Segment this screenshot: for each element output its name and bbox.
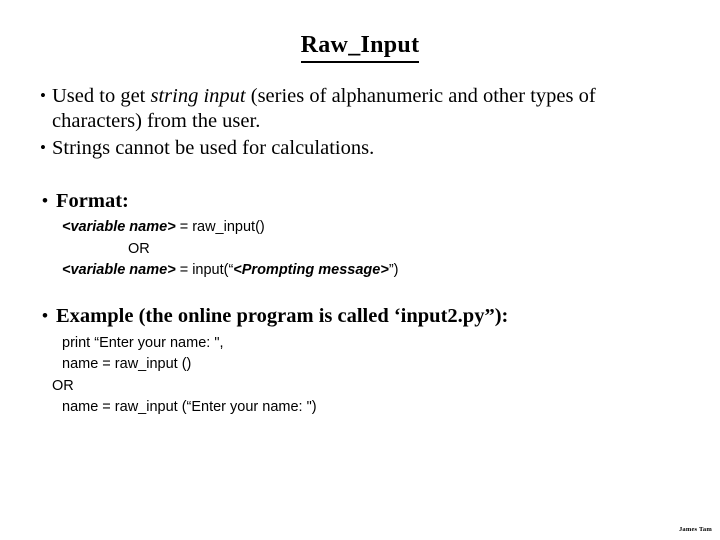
example-heading-label: Example (the online program is called ‘i… bbox=[56, 304, 509, 327]
format-line-input-variable: <variable name> bbox=[62, 262, 176, 278]
page-title-text: Raw_Input bbox=[300, 30, 420, 63]
format-line-or-label: OR bbox=[128, 240, 150, 257]
bullet-used-to-get: • Used to get string input (series of alp… bbox=[38, 84, 686, 134]
example-line-name-raw-input: name = raw_input () bbox=[62, 356, 192, 372]
format-line-input-rest: = input(“ bbox=[175, 262, 234, 278]
format-line-or: OR bbox=[128, 239, 686, 261]
example-line-print: print “Enter your name: ", bbox=[62, 334, 224, 351]
bullet-used-to-get-emphasis: string input bbox=[150, 85, 246, 107]
example-line-or: OR bbox=[52, 377, 74, 394]
example-code-block: print “Enter your name: ", name = raw_in… bbox=[52, 333, 686, 419]
bullet-dot-icon: • bbox=[42, 305, 48, 325]
format-line-input-rest2: ”) bbox=[388, 262, 399, 278]
slide-body: • Used to get string input (series of alp… bbox=[38, 84, 686, 419]
format-line-input-prompt: <Prompting message> bbox=[233, 262, 389, 278]
bullet-used-to-get-suffix: (series of alphanumeric and other types … bbox=[52, 85, 596, 132]
format-line-raw-input-variable: <variable name> bbox=[62, 219, 176, 235]
example-line-name-raw-input-prompt: name = raw_input (“Enter your name: ") bbox=[62, 399, 317, 415]
spacer bbox=[38, 282, 686, 304]
bullet-dot-icon: • bbox=[40, 138, 46, 157]
bullet-strings-cannot-text: Strings cannot be used for calculations. bbox=[52, 137, 375, 159]
format-code-block: <variable name> = raw_input() OR <variab… bbox=[62, 217, 686, 282]
page-title: Raw_Input bbox=[0, 30, 720, 63]
format-line-raw-input-rest: = raw_input() bbox=[175, 219, 265, 235]
bullet-dot-icon: • bbox=[42, 191, 48, 210]
spacer bbox=[38, 163, 686, 189]
bullet-dot-icon: • bbox=[40, 86, 46, 105]
format-line-raw-input: <variable name> = raw_input() bbox=[62, 217, 686, 239]
bullet-strings-cannot: • Strings cannot be used for calculations… bbox=[38, 136, 686, 161]
format-line-input: <variable name> = input(“<Prompting mess… bbox=[62, 260, 686, 282]
example-heading: • Example (the online program is called ‘… bbox=[38, 304, 686, 329]
slide-footer-attribution: James Tam bbox=[678, 526, 712, 533]
bullet-used-to-get-prefix: Used to get bbox=[52, 85, 151, 107]
format-heading-label: Format: bbox=[56, 190, 129, 212]
format-heading: • Format: bbox=[38, 189, 686, 214]
